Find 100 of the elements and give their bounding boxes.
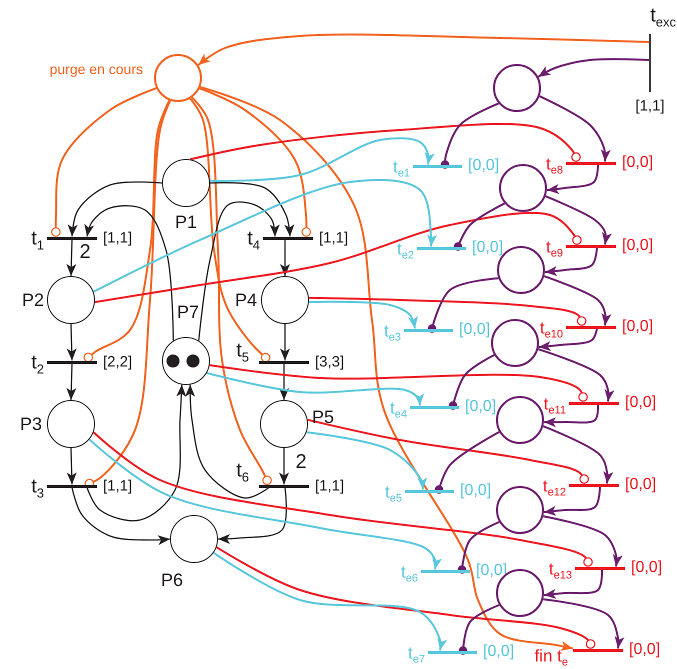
place-label: P6 <box>160 571 184 589</box>
transition-label: t$_{e3}$ <box>384 322 401 344</box>
arrow <box>538 58 650 78</box>
arrow <box>538 328 598 352</box>
inhibitor-arc <box>308 296 586 326</box>
place-label: P2 <box>22 291 44 309</box>
place-label: P3 <box>20 415 42 433</box>
firing-interval: [0,0] <box>631 560 662 576</box>
arrow <box>218 487 287 544</box>
inhibitor-arc <box>190 122 581 162</box>
arrow <box>200 86 574 651</box>
place-label: P1 <box>174 213 198 231</box>
arrow <box>539 95 611 162</box>
arrow <box>308 300 418 329</box>
place-label: P4 <box>234 291 257 309</box>
arrow <box>306 431 428 490</box>
arrow <box>66 239 76 276</box>
transition-label: t$_{e7}$ <box>408 644 425 666</box>
arrow <box>280 240 290 276</box>
firing-interval: [0,0] <box>472 240 504 256</box>
firing-interval: [2,2] <box>103 354 132 370</box>
firing-interval: [1,1] <box>315 478 344 494</box>
place-label: P5 <box>312 408 334 426</box>
arrow <box>538 348 614 402</box>
transition-label: t$_{e10}$ <box>540 320 563 340</box>
inhibitor-arc <box>428 277 499 333</box>
firing-interval: [1,1] <box>635 98 665 114</box>
inhibitor-arc <box>94 212 582 304</box>
transition-label: t$_{e13}$ <box>548 560 572 582</box>
firing-interval: [0,0] <box>460 483 492 499</box>
arrow <box>86 384 186 522</box>
arrow <box>84 205 174 341</box>
firing-interval: [1,1] <box>319 230 348 246</box>
arrow <box>68 181 162 237</box>
inhibitor-arc <box>448 354 495 410</box>
arrow <box>544 569 604 599</box>
arrow <box>71 487 170 546</box>
arrow <box>544 247 598 276</box>
arrow <box>185 384 270 499</box>
transition-label: t$_{e12}$ <box>542 478 566 498</box>
firing-interval: [0,0] <box>625 477 656 493</box>
inhibitor-arc <box>458 604 500 655</box>
transition-label: t$_{e11}$ <box>544 396 566 416</box>
firing-interval: [1,1] <box>103 230 132 246</box>
transition-label: t$_{3}$ <box>31 476 44 500</box>
inhibitor-arc <box>307 418 589 484</box>
inhibitor-arc <box>458 521 500 574</box>
firing-interval: [0,0] <box>483 644 514 660</box>
transition-label: t$_{e6}$ <box>400 564 418 584</box>
arrow <box>66 448 77 485</box>
transition-label: fin t$_{e}$ <box>534 648 568 668</box>
inhibitor-arc <box>434 431 500 494</box>
arrow <box>66 363 76 400</box>
arrow <box>544 404 600 428</box>
firing-interval: [0,0] <box>465 399 496 415</box>
arrow <box>210 182 294 237</box>
place-label: P7 <box>176 303 200 321</box>
inhibitor-arc <box>84 100 172 488</box>
firing-interval: [0,0] <box>625 395 656 411</box>
transition-label: t$_{e4}$ <box>390 400 407 420</box>
inhibitor-arc <box>92 431 593 567</box>
transition-label: t$_{6}$ <box>236 460 249 484</box>
inhibitor-arc <box>454 202 506 251</box>
transition-label: t$_{e1}$ <box>392 158 410 180</box>
inhibitor-arc <box>199 87 312 237</box>
arrow <box>280 324 290 360</box>
firing-interval: [1,1] <box>103 478 132 494</box>
arrow <box>544 486 601 516</box>
inhibitor-arc <box>190 98 270 362</box>
transition-label: t$_{e9}$ <box>546 238 563 260</box>
arrow <box>279 364 289 400</box>
firing-interval: [0,0] <box>622 155 654 171</box>
arrow <box>206 372 424 406</box>
firing-interval: [0,0] <box>622 238 654 254</box>
arrow <box>279 448 289 484</box>
firing-interval: [0,0] <box>468 158 500 174</box>
transition-label: t$_{e2}$ <box>396 240 414 262</box>
place-label: purge en cours <box>50 62 143 76</box>
firing-interval: [0,0] <box>622 319 654 335</box>
inhibitor-arc <box>51 87 157 237</box>
arrow <box>93 179 438 293</box>
inhibitor-arc <box>209 364 588 402</box>
arrow <box>213 552 448 651</box>
arrow <box>543 598 624 649</box>
inhibitor-arc <box>216 546 596 649</box>
transition-label: t$_{4}$ <box>247 228 260 252</box>
firing-interval: [0,0] <box>629 642 660 658</box>
arrow <box>88 438 442 570</box>
arrow <box>542 515 623 567</box>
arrow <box>546 164 599 194</box>
arrow <box>66 324 77 361</box>
transition-label: t$_{e8}$ <box>546 156 563 176</box>
arrow <box>198 201 280 341</box>
firing-interval: [3,3] <box>315 354 344 370</box>
transition-label: t$_{exc}$ <box>650 6 676 28</box>
arrow <box>542 425 614 484</box>
arrow <box>545 195 612 245</box>
firing-interval: [0,0] <box>459 322 490 338</box>
arrow <box>210 137 435 182</box>
transition-label: t$_{2}$ <box>31 352 44 376</box>
